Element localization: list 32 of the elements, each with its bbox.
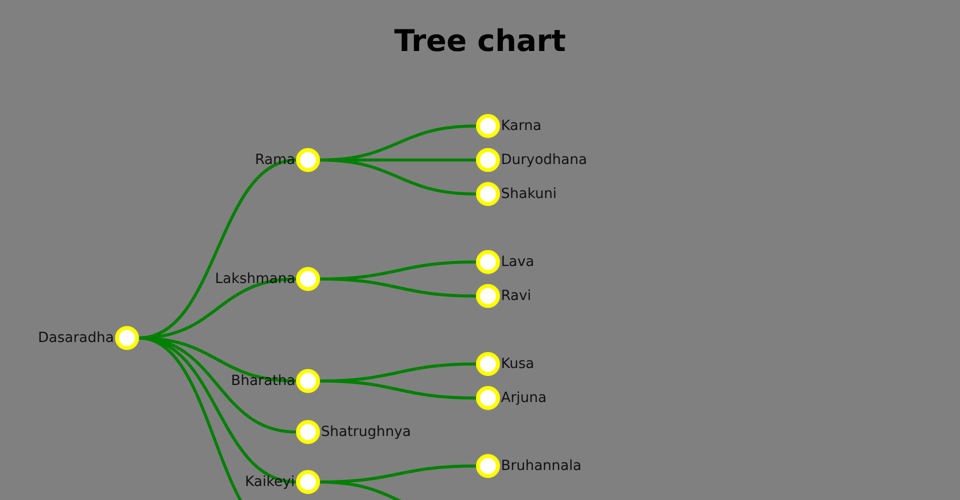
node-label: Rama: [255, 151, 296, 169]
node-circle: [476, 386, 500, 410]
node-circle: [296, 369, 320, 393]
tree-branch: [320, 380, 476, 400]
node-circle: [296, 148, 320, 172]
node-circle: [296, 267, 320, 291]
node-label: Ravi: [501, 287, 532, 305]
node-label: Karna: [501, 117, 542, 135]
chart-title: Tree chart: [394, 24, 566, 59]
node-label: Bharatha: [231, 372, 296, 390]
node-circle: [296, 420, 320, 444]
node-label: Shatrughnya: [321, 423, 411, 441]
tree-branch: [320, 278, 476, 298]
node-label: Lava: [501, 253, 534, 271]
tree-branch: [320, 158, 476, 196]
node-circle: [476, 454, 500, 478]
node-label: Shakuni: [501, 185, 557, 203]
node-label: Kaikeyi: [245, 473, 295, 491]
node-label: Duryodhana: [501, 151, 588, 169]
node-circle: [296, 470, 320, 494]
node-circle: [476, 114, 500, 138]
node-circle: [476, 148, 500, 172]
node-circle: [115, 326, 139, 350]
node-label: Lakshmana: [215, 270, 296, 288]
node-label: Arjuna: [501, 389, 547, 407]
node-label: Dasaradha: [38, 329, 114, 347]
node-label: Bruhannala: [501, 457, 582, 475]
node-label: Kusa: [501, 355, 534, 373]
node-circle: [476, 182, 500, 206]
node-circle: [476, 250, 500, 274]
node-circle: [476, 284, 500, 308]
node-circle: [476, 352, 500, 376]
